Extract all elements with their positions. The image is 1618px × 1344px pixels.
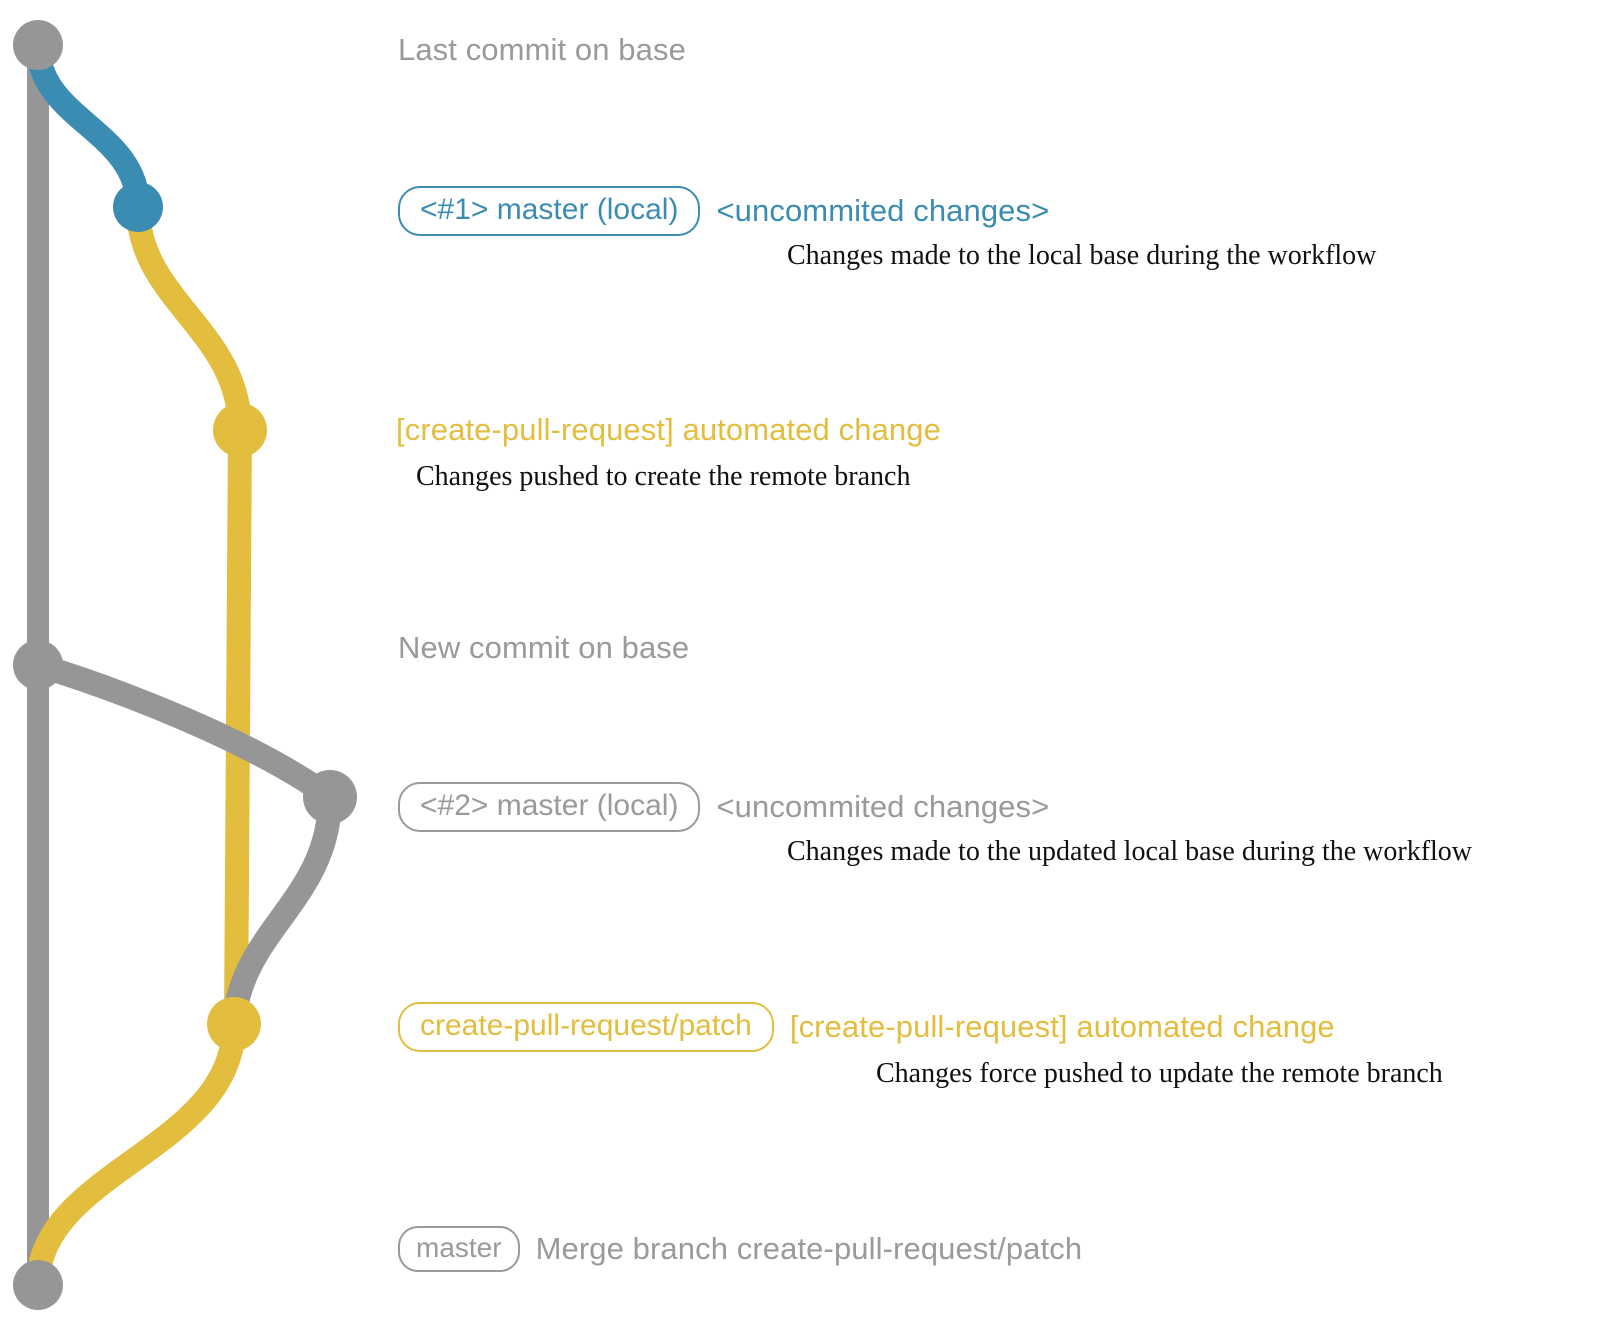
annotation-last-commit-on-base: Last commit on base [398, 32, 686, 68]
commit-node-patch-2 [207, 997, 261, 1051]
ref-badge-create-pull-request-patch[interactable]: create-pull-request/patch [398, 1002, 774, 1052]
commit-subject-last-commit-on-base: Last commit on base [398, 32, 686, 67]
commit-subject-merge-branch: Merge branch create-pull-request/patch [535, 1231, 1083, 1266]
gray-branch-line-out [26, 653, 342, 809]
gray-branch-line-in [222, 785, 342, 1036]
gold-branch-line-upper [126, 195, 252, 442]
commit-subject-automated-change-2: [create-pull-request] automated change [789, 1009, 1335, 1044]
commit-node-local-1 [113, 182, 163, 232]
ref-badge-master[interactable]: master [398, 1226, 520, 1272]
annotation-description-1: Changes made to the local base during th… [787, 240, 1377, 271]
commit-node-patch-1 [213, 403, 267, 457]
commit-node-base-last [13, 20, 63, 70]
annotation-automated-change-2: create-pull-request/patch [create-pull-r… [398, 1002, 1335, 1052]
annotation-new-commit-on-base: New commit on base [398, 630, 689, 666]
commit-node-base-new [13, 640, 63, 690]
annotation-description-2: Changes pushed to create the remote bran… [416, 461, 911, 492]
ref-badge-master-local-2[interactable]: <#2> master (local) [398, 782, 701, 832]
blue-branch-line [26, 33, 150, 219]
annotation-master-local-2: <#2> master (local) <uncommited changes> [398, 782, 1049, 832]
commit-subject-uncommited-changes-2: <uncommited changes> [716, 789, 1050, 824]
annotation-description-4: Changes force pushed to update the remot… [876, 1058, 1443, 1089]
commit-node-local-2 [303, 770, 357, 824]
commit-subject-new-commit-on-base: New commit on base [398, 630, 690, 665]
annotation-master-local-1: <#1> master (local) <uncommited changes> [398, 186, 1049, 236]
annotation-automated-change-1: [create-pull-request] automated change [396, 412, 941, 448]
commit-subject-uncommited-changes-1: <uncommited changes> [716, 193, 1050, 228]
commit-node-base-merge [13, 1260, 63, 1310]
annotation-merge-commit: master Merge branch create-pull-request/… [398, 1226, 1082, 1272]
commit-subject-automated-change-1: [create-pull-request] automated change [396, 412, 941, 447]
gold-merge-line [26, 1012, 246, 1297]
annotation-description-3: Changes made to the updated local base d… [787, 836, 1473, 867]
ref-badge-master-local-1[interactable]: <#1> master (local) [398, 186, 701, 236]
gold-lane-line [224, 418, 252, 1036]
